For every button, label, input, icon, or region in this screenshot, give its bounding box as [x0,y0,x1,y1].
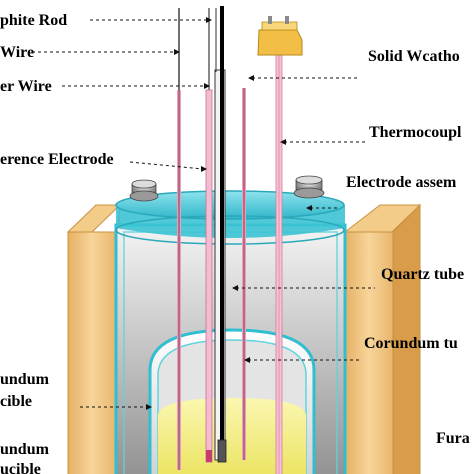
label-wire: Wire [0,44,35,61]
label-corundum-crucible-line2: cible [0,393,32,410]
furnace [66,203,422,474]
bolt-left [129,179,159,202]
label-wire-2: er Wire [0,78,52,95]
label-corundum-crucible-2-line1: undum [0,441,49,458]
label-corundum-crucible-line1: undum [0,371,49,388]
electrode-assembly-cap [115,190,345,245]
furnace-right-side [392,203,421,474]
leader-lines [32,19,375,408]
label-furnace: Fura [436,430,470,447]
label-thermocouple: Thermocoupl [369,124,462,141]
electrodes [177,6,283,474]
label-quartz-tube: Quartz tube [381,266,465,283]
label-reference-electrode: erence Electrode [0,151,114,168]
bolt-right [293,175,325,199]
label-solid-weathometer: Solid Wcatho [368,48,460,65]
corundum-crucible [148,328,316,474]
furnace-left-top [66,204,122,233]
label-corundum-tube: Corundum tu [364,335,458,352]
furnace-left-wall [67,231,117,474]
leader-arrows [146,17,312,410]
wire-pink-mid [205,89,213,463]
label-graphite-rod: phite Rod [0,12,68,29]
label-corundum-crucible-2-line2: ucible [0,461,41,474]
furnace-right-wall [344,231,394,474]
melt [158,398,306,474]
thermocouple-head [257,16,303,56]
label-electrode-assembly: Electrode assem [346,174,457,191]
